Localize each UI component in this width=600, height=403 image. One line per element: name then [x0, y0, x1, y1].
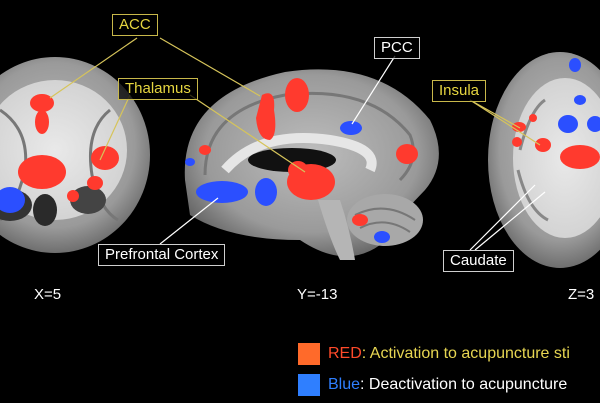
thalamus-activation-axial [560, 145, 600, 169]
axial-slice [488, 52, 600, 268]
thalamus-label: Thalamus [118, 78, 198, 100]
red-swatch [298, 343, 320, 365]
coordinate-y: Y=-13 [297, 286, 338, 303]
pcc-label: PCC [374, 37, 420, 59]
leader-lines [49, 37, 541, 173]
sagittal-slice [184, 69, 439, 260]
legend-blue-text: : Deactivation to acupuncture [360, 376, 568, 393]
coordinate-z: Z=3 [568, 286, 595, 303]
legend-red-text: : Activation to acupuncture sti [361, 345, 570, 362]
acc-activation-sagittal [256, 93, 276, 140]
acc-label: ACC [112, 14, 158, 36]
prefrontal-label: Prefrontal Cortex [98, 244, 226, 266]
caudate-deactivation [558, 115, 578, 133]
coordinate-x: X=5 [34, 286, 62, 303]
coronal-slice [0, 57, 150, 253]
legend-blue-keyword: Blue [328, 376, 361, 393]
prefrontal-deactivation [196, 181, 248, 203]
thalamus-activation-coronal [18, 155, 66, 189]
legend-activation: RED: Activation to acupuncture sti [298, 343, 570, 365]
legend-deactivation: Blue: Deactivation to acupuncture [298, 374, 567, 396]
caudate-label: Caudate [443, 250, 514, 272]
legend-red-keyword: RED [328, 345, 362, 362]
blue-swatch [298, 374, 320, 396]
insula-label: Insula [432, 80, 487, 102]
white-leader-lines [159, 55, 546, 251]
acc-activation-coronal [30, 94, 54, 112]
